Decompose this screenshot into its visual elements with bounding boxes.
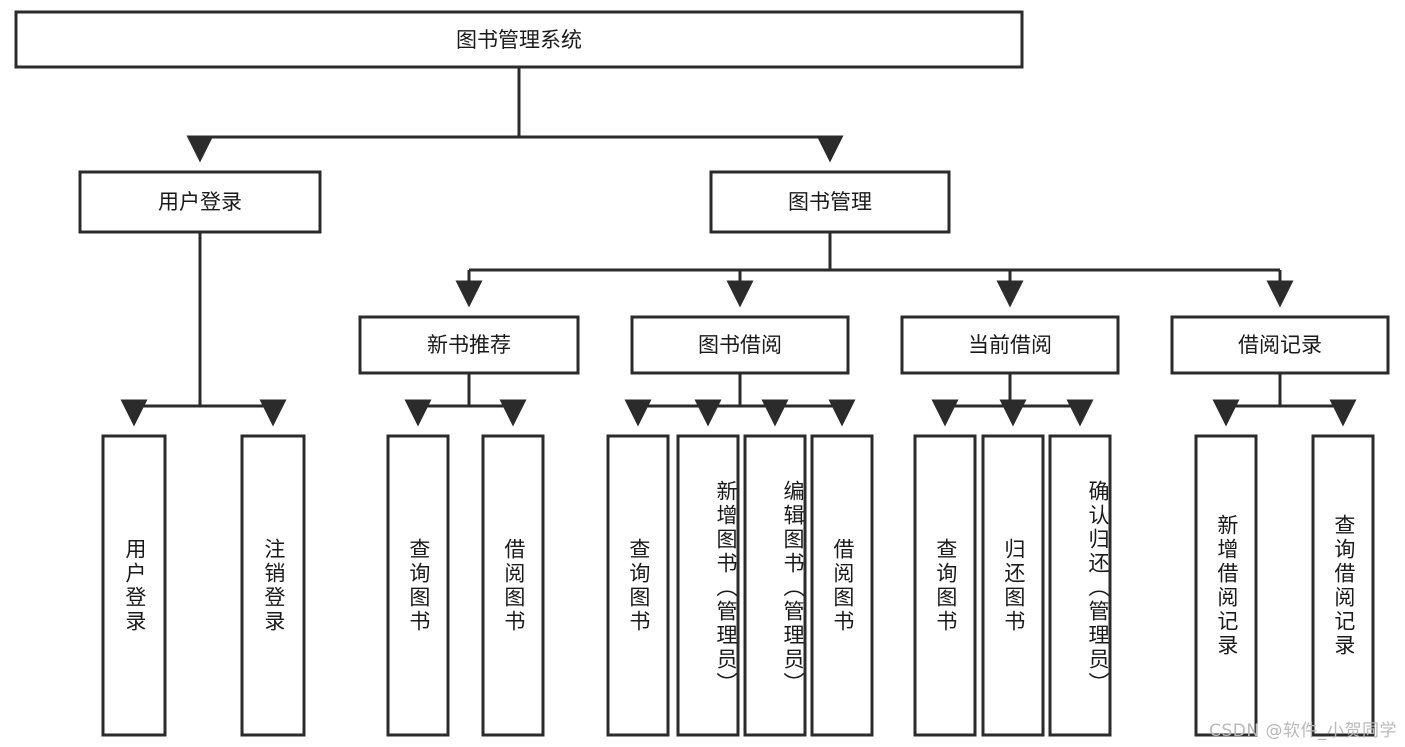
connector-borrowrecord-to-leaves [1212, 373, 1357, 427]
leaf-box-bb-add-book[interactable] [676, 434, 740, 737]
node-book-borrow-label: 图书借阅 [698, 333, 782, 357]
node-borrow-record-label: 借阅记录 [1238, 333, 1322, 357]
connector-bookborrow-to-leaves [624, 373, 856, 427]
node-current-borrow[interactable]: 当前借阅 [900, 315, 1120, 375]
node-borrow-record[interactable]: 借阅记录 [1170, 315, 1390, 375]
leaf-box-bb-edit-book[interactable] [743, 434, 807, 737]
leaf-box-cb-query-book[interactable] [913, 434, 977, 737]
node-book-borrow[interactable]: 图书借阅 [630, 315, 850, 375]
node-root-book-management-system[interactable]: 图书管理系统 [14, 10, 1024, 69]
leaf-box-bb-query-book[interactable] [606, 434, 670, 737]
node-new-book-recommend[interactable]: 新书推荐 [358, 315, 580, 375]
connector-root-to-level2 [186, 67, 844, 163]
node-book-management-label: 图书管理 [788, 190, 872, 214]
node-book-management[interactable]: 图书管理 [709, 170, 951, 234]
leaf-box-nb-borrow-book[interactable] [481, 434, 545, 737]
connector-newbook-to-leaves [404, 373, 527, 427]
leaf-box-cb-confirm-return[interactable] [1048, 434, 1112, 737]
leaf-box-br-add-record[interactable] [1194, 434, 1258, 737]
node-user-login-label: 用户登录 [158, 190, 242, 214]
connector-currentborrow-to-leaves [931, 373, 1094, 427]
connector-userlogin-to-leaves [120, 232, 287, 427]
node-root-label: 图书管理系统 [456, 28, 582, 52]
leaf-box-br-query-record[interactable] [1311, 434, 1375, 737]
node-user-login[interactable]: 用户登录 [78, 170, 322, 234]
leaf-box-user-logout[interactable] [240, 434, 306, 737]
leaf-box-user-login-do[interactable] [101, 434, 167, 737]
leaf-box-nb-query-book[interactable] [386, 434, 450, 737]
connector-bookmgmt-to-level3 [455, 232, 1294, 308]
node-new-book-recommend-label: 新书推荐 [427, 333, 511, 357]
watermark-text: CSDN @软件_小贺同学 [1209, 721, 1397, 741]
node-current-borrow-label: 当前借阅 [968, 333, 1052, 357]
leaf-box-cb-return-book[interactable] [981, 434, 1045, 737]
leaf-box-bb-borrow-book[interactable] [810, 434, 874, 737]
